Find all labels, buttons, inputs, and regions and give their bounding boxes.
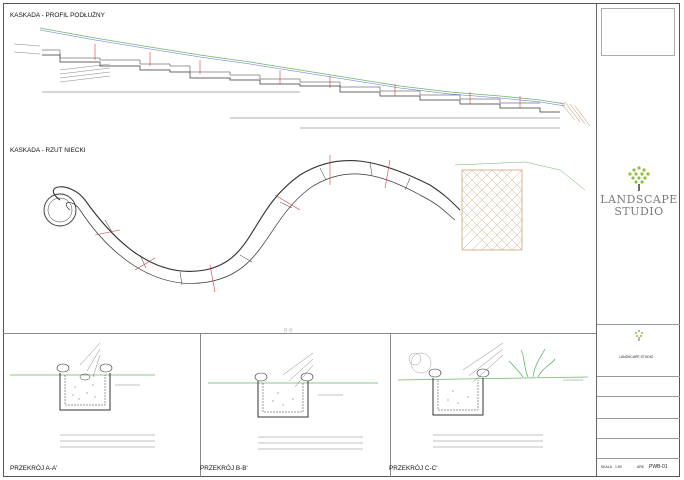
section-c-title: PRZEKRÓJ C-C': [389, 465, 438, 472]
small-tree-logo-icon: [635, 330, 643, 341]
tree-logo-icon: [628, 166, 650, 191]
drawing-sheet: [3, 3, 680, 477]
section-marker: B-B: [284, 328, 293, 334]
section-a-drawing: [10, 342, 155, 448]
sheet-number: PWB-01: [649, 464, 668, 470]
section-b-title: PRZEKRÓJ B-B': [200, 465, 248, 472]
section-separator-1: [200, 333, 201, 477]
title-block-project-row: [597, 376, 680, 396]
profile-title: KASKADA - PROFIL PODŁUŻNY: [10, 12, 105, 19]
title-block-authors-row: [597, 418, 680, 438]
section-divider: [3, 333, 596, 334]
section-c-drawing: [397, 342, 589, 448]
logo-text-line2: STUDIO: [614, 205, 664, 218]
basin-plan-drawing: [43, 155, 586, 293]
title-block-approval-row: [597, 438, 680, 458]
section-a-title: PRZEKRÓJ A-A': [10, 465, 58, 472]
title-block-drawing-row: [597, 396, 680, 418]
scale-value: 1:50: [615, 465, 622, 469]
section-separator-2: [390, 333, 391, 477]
plan-title: KASKADA - RZUT NIECKI: [10, 147, 86, 154]
section-b-drawing: [208, 352, 378, 450]
longitudinal-profile-drawing: [13, 27, 591, 129]
scale-label: SKALA: [601, 465, 612, 469]
logo-text-line1: LANDSCAPE: [600, 193, 678, 206]
title-block: LANDSCAPE STUDIO LANDSCAPE STUDIO SKALA …: [596, 4, 680, 476]
general-notes: [601, 8, 675, 56]
company-logo: LANDSCAPE STUDIO: [600, 164, 678, 218]
company-name-small: LANDSCAPE STUDIO: [619, 355, 654, 359]
title-block-sheet-row: SKALA 1:50 ARK PWB-01: [597, 458, 680, 476]
sheet-label: ARK: [637, 465, 644, 469]
title-block-logo-row: LANDSCAPE STUDIO: [597, 324, 680, 376]
